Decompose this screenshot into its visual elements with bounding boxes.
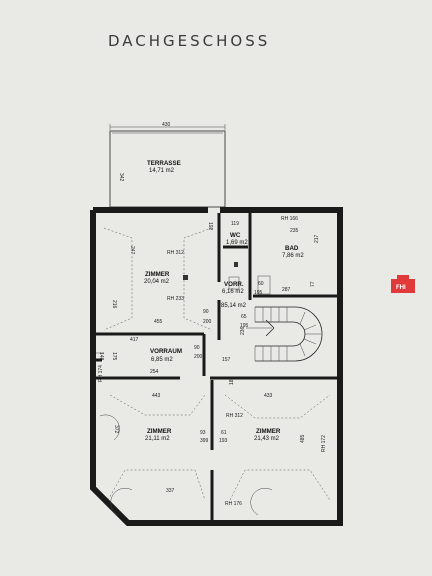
dim-label: RH 166 — [281, 216, 298, 222]
interior-walls — [96, 213, 338, 520]
room-area-stair: 85,14 m2 — [221, 303, 247, 309]
dim-label: RH 172 — [321, 435, 327, 452]
dim-label: 200 — [194, 354, 203, 360]
dim-label: 235 — [290, 228, 299, 234]
plan-title: DACHGESCHOSS — [108, 32, 270, 50]
dim-label: 372 — [113, 425, 119, 434]
room-area-terrasse: 14,71 m2 — [149, 168, 175, 174]
room-name-zimmer-2: ZIMMER — [147, 428, 172, 435]
room-area-zimmer-1: 20,04 m2 — [144, 279, 170, 285]
dim-label: 217 — [314, 234, 320, 243]
room-area-zimmer-2: 21,11 m2 — [145, 436, 170, 442]
dim-label: 60 — [258, 281, 264, 287]
dim-label: 216 — [111, 300, 117, 309]
dim-label: 77 — [310, 281, 316, 287]
dim-label: 247 — [129, 246, 135, 255]
dim-label: 93 — [200, 430, 206, 436]
room-area-wc: 1,69 m2 — [226, 240, 248, 246]
dim-label: 148 — [98, 352, 104, 361]
roof-windows — [96, 227, 331, 516]
dim-label: 399 — [200, 438, 209, 444]
dim-label: 188 — [229, 376, 235, 385]
room-area-vorraum: 6,85 m2 — [151, 357, 173, 363]
room-labels: TERRASSE 14,71 m2 ZIMMER 20,04 m2 WC 1,6… — [144, 160, 304, 442]
dim-label: 337 — [166, 488, 175, 494]
dim-label: 192 — [207, 222, 213, 231]
dim-label: RH 174 — [98, 365, 104, 382]
room-area-vorr: 6,16 m2 — [222, 289, 244, 295]
dim-label: 65 — [241, 314, 247, 320]
dim-label: 287 — [282, 287, 291, 293]
dim-label: 157 — [222, 357, 231, 363]
dim-label: RH 312 — [226, 413, 243, 419]
dim-label: 61 — [221, 430, 227, 436]
room-name-vorr: VORR. — [224, 281, 244, 288]
dim-label: 193 — [219, 438, 228, 444]
fhi-logo: FHI — [391, 275, 415, 293]
dim-label: RH 233 — [167, 296, 184, 302]
dim-label: 254 — [150, 369, 159, 375]
dim-label: 175 — [111, 352, 117, 361]
room-name-vorraum: VORRAUM — [150, 348, 182, 355]
room-name-wc: WC — [230, 232, 241, 239]
dim-label: 443 — [152, 393, 161, 399]
room-area-zimmer-3: 21,43 m2 — [254, 436, 280, 442]
dim-label: RH 312 — [167, 250, 184, 256]
dim-label: 485 — [300, 434, 306, 443]
logo-text: FHI — [396, 285, 406, 291]
dim-label: 119 — [231, 221, 239, 227]
dim-label: RH 176 — [225, 501, 242, 507]
dim-label: 455 — [154, 319, 163, 325]
dim-label: 236 — [240, 326, 246, 335]
dim-label: 90 — [203, 309, 209, 315]
dim-label: 433 — [264, 393, 273, 399]
dim-label: 195 — [254, 290, 263, 296]
room-name-terrasse: TERRASSE — [147, 160, 181, 167]
dim-label: 430 — [162, 122, 171, 128]
dimension-labels: 430 342 119 192 RH 312 247 216 RH 233 45… — [98, 122, 327, 507]
dim-label: 417 — [130, 337, 139, 343]
room-name-zimmer-1: ZIMMER — [145, 271, 170, 278]
dim-label: 342 — [118, 173, 124, 182]
room-name-bad: BAD — [285, 245, 299, 252]
exterior-walls — [90, 207, 343, 526]
dim-label: 195 — [240, 323, 249, 329]
dim-label: 200 — [203, 319, 212, 325]
staircase — [246, 306, 323, 362]
room-name-zimmer-3: ZIMMER — [256, 428, 281, 435]
dim-label: 90 — [194, 345, 200, 351]
room-area-bad: 7,86 m2 — [282, 253, 304, 259]
